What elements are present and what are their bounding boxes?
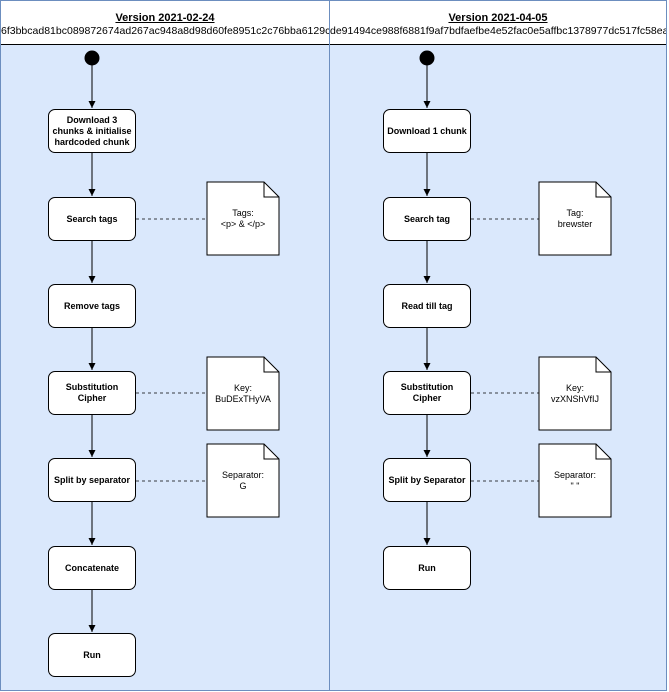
note-shape — [263, 182, 279, 198]
lane-hash: de91494ce988f6881f9af7bdfaefbe4e52fac0e5… — [330, 25, 666, 37]
step-run: Run — [48, 633, 136, 677]
note-key: Key: vzXNShVfIJ — [550, 383, 599, 404]
step-download-chunk: Download 1 chunk — [383, 109, 471, 153]
step-split-by-separator: Split by separator — [48, 458, 136, 502]
lane-title: Version 2021-04-05 — [448, 12, 548, 24]
note-shape — [263, 444, 279, 460]
lane-header: Version 2021-04-05 de91494ce988f6881f9af… — [330, 1, 666, 45]
note-shape — [206, 356, 280, 431]
step-substitution-cipher: Substitution Cipher — [383, 371, 471, 415]
note-separator: Separator: G — [221, 470, 265, 491]
step-run: Run — [383, 546, 471, 590]
lane-title: Version 2021-02-24 — [115, 12, 215, 24]
step-split-by-separator: Split by Separator — [383, 458, 471, 502]
note-key: Key: BuDExTHyVA — [215, 383, 271, 404]
note-separator: Separator: " " — [553, 470, 597, 491]
note-shape — [538, 443, 612, 518]
note-shape — [538, 356, 612, 431]
step-download-chunks: Download 3 chunks & initialise hardcoded… — [48, 109, 136, 153]
note-tags: Tags: <p> & </p> — [220, 208, 266, 229]
note-shape — [595, 444, 611, 460]
step-concatenate: Concatenate — [48, 546, 136, 590]
lane-hash: 6f3bbcad81bc089872674ad267ac948a8d98d60f… — [1, 25, 329, 37]
start-node — [419, 50, 435, 66]
lane-header: Version 2021-02-24 6f3bbcad81bc089872674… — [1, 1, 329, 45]
note-tag: Tag: brewster — [557, 208, 593, 229]
note-shape — [538, 181, 612, 256]
note-shape — [206, 181, 280, 256]
step-remove-tags: Remove tags — [48, 284, 136, 328]
note-shape — [206, 443, 280, 518]
step-search-tag: Search tag — [383, 197, 471, 241]
note-shape — [263, 357, 279, 373]
note-shape — [595, 357, 611, 373]
start-node — [84, 50, 100, 66]
step-substitution-cipher: Substitution Cipher — [48, 371, 136, 415]
note-shape — [595, 182, 611, 198]
step-read-till-tag: Read till tag — [383, 284, 471, 328]
step-search-tags: Search tags — [48, 197, 136, 241]
